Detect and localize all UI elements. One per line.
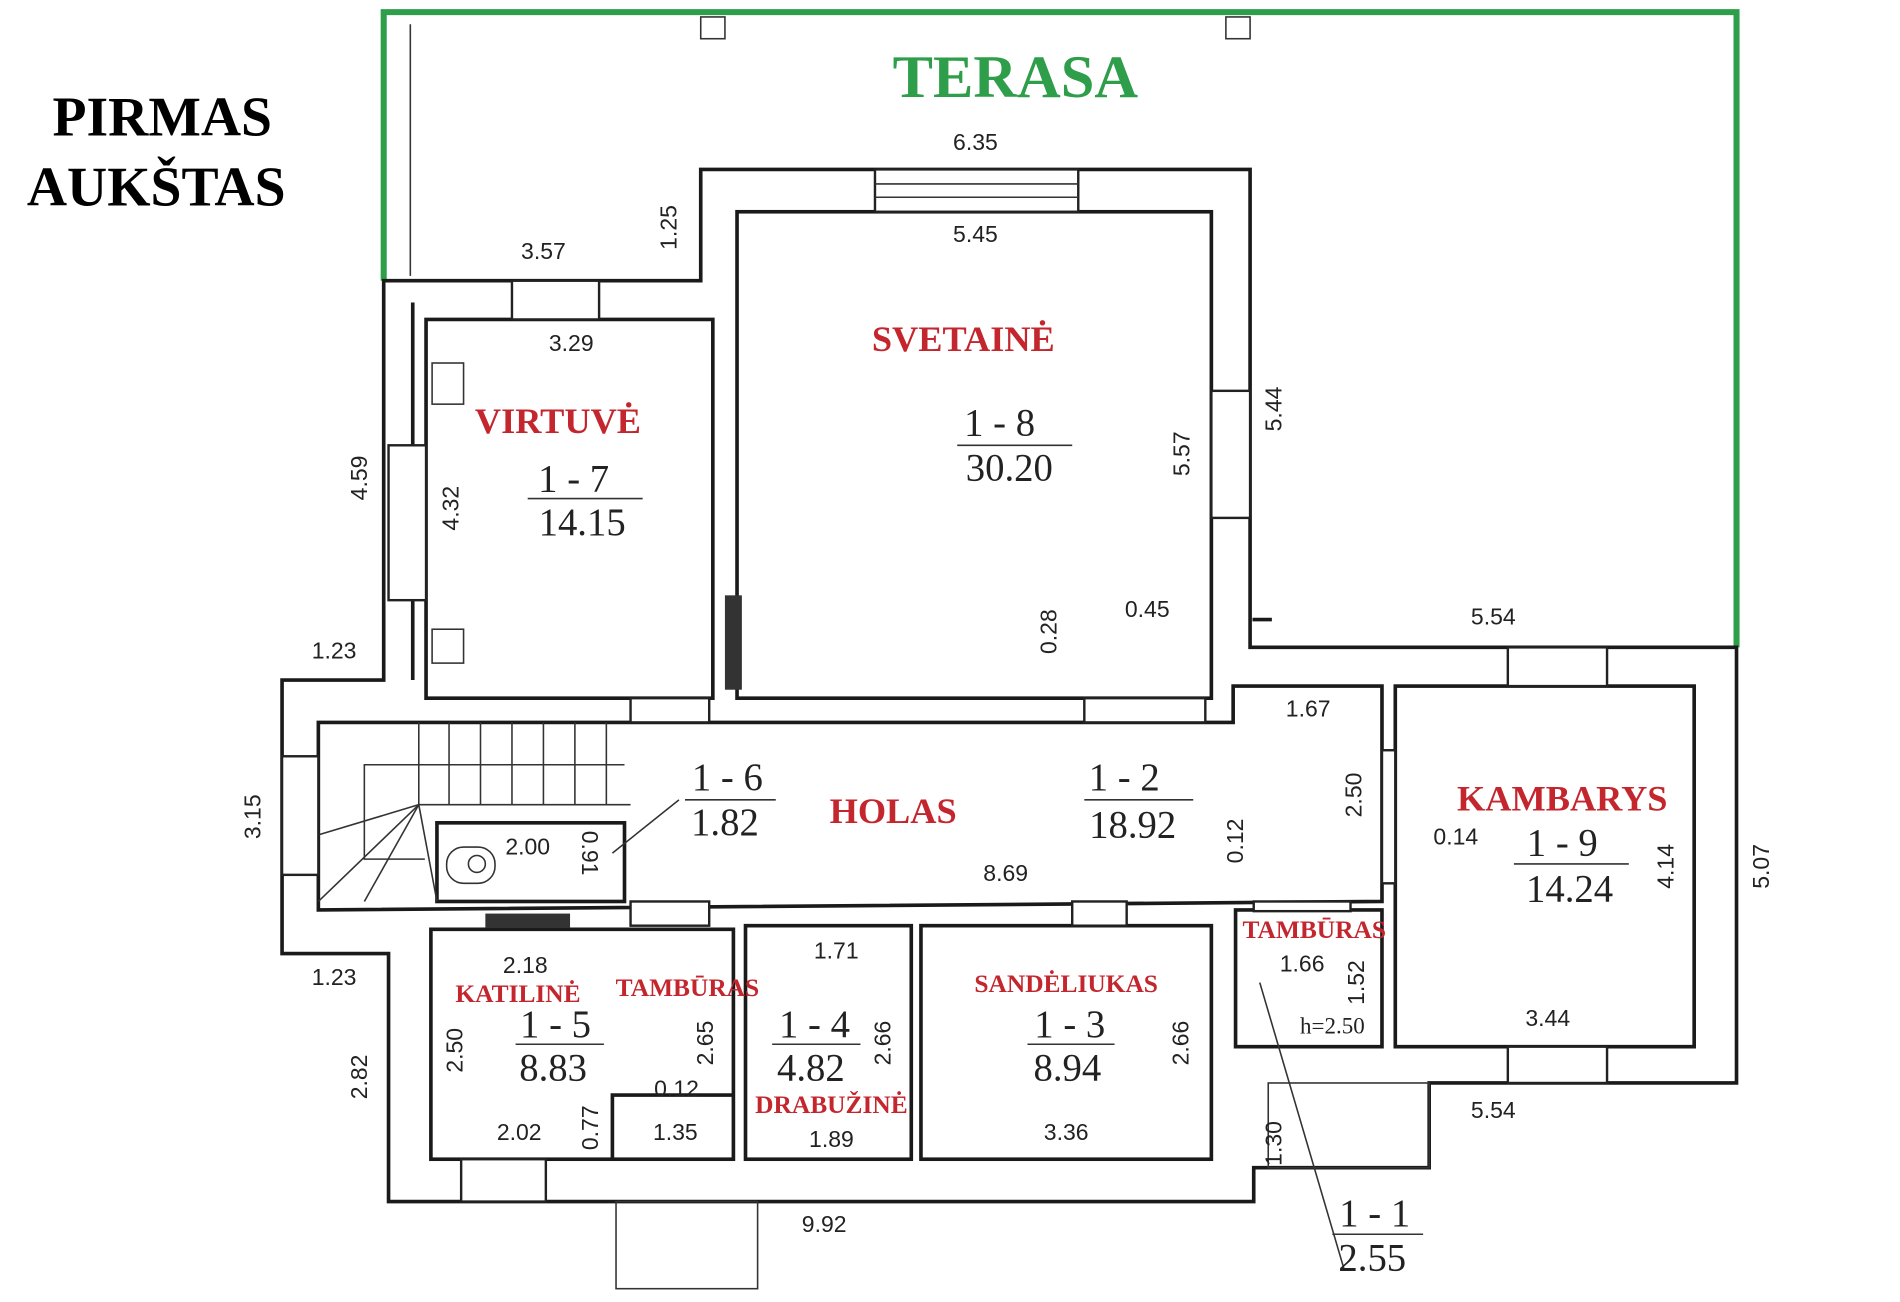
dimension-label: 1.23 (312, 637, 357, 663)
dimension-label: 0.12 (654, 1075, 699, 1101)
dimension-label: 5.57 (1169, 431, 1195, 476)
room-area-sandeliukas: 8.94 (1033, 1047, 1101, 1090)
dimension-label: 5.44 (1261, 386, 1287, 431)
dimension-label: 2.00 (505, 833, 550, 859)
dimension-label: 4.59 (346, 456, 372, 501)
room-code-katiline: 1 - 5 (520, 1003, 591, 1046)
dimension-label: 9.92 (802, 1211, 847, 1237)
room-code-tamburas-right: 1 - 1 (1339, 1192, 1410, 1235)
dimension-label: 1.66 (1280, 951, 1325, 977)
room-name-katiline: KATILINĖ (455, 980, 580, 1008)
dimension-label: 5.07 (1748, 844, 1774, 889)
dimension-label: 0.28 (1035, 609, 1061, 654)
dimension-labels: 6.35 3.57 1.25 5.45 3.29 5.44 5.57 4.59 … (239, 129, 1774, 1237)
dimension-label: 2.66 (1167, 1021, 1193, 1066)
room-name-virtuve: VIRTUVĖ (475, 401, 641, 441)
dimension-label: 3.15 (239, 794, 265, 839)
dimension-label: 5.45 (953, 221, 998, 247)
room-code-sandeliukas: 1 - 3 (1034, 1003, 1105, 1046)
room-name-holas: HOLAS (830, 791, 957, 831)
dimension-label: 4.14 (1653, 844, 1679, 889)
room-area-wc: 1.82 (691, 801, 759, 844)
room-code-drabuzine: 1 - 4 (779, 1003, 850, 1046)
dimension-label: 1.35 (653, 1119, 698, 1145)
room-name-tamburas-right: TAMBŪRAS (1242, 916, 1386, 944)
dimension-label: 0.91 (577, 831, 603, 876)
floor-title-line1: PIRMAS (53, 87, 273, 149)
dimension-label: 6.35 (953, 129, 998, 155)
dimension-label: 0.77 (577, 1105, 603, 1150)
dimension-label: 0.45 (1125, 596, 1170, 622)
terrace-label: TERASA (893, 44, 1139, 111)
dimension-label: 1.30 (1261, 1121, 1287, 1166)
room-name-tamburas-left: TAMBŪRAS (616, 974, 760, 1002)
room-code-holas: 1 - 2 (1089, 756, 1160, 799)
dimension-label: 3.44 (1525, 1005, 1570, 1031)
dimension-label: 2.65 (692, 1021, 718, 1066)
room-code-virtuve: 1 - 7 (538, 457, 609, 500)
windows (280, 168, 1609, 1203)
room-code-wc: 1 - 6 (692, 756, 763, 799)
room-area-svetaine: 30.20 (966, 446, 1053, 489)
terrace-area (380, 9, 1740, 648)
dimension-label: 3.36 (1044, 1119, 1089, 1145)
dimension-label: 2.50 (441, 1028, 467, 1073)
dimension-label: 1.52 (1343, 960, 1369, 1005)
dimension-label: 1.25 (656, 205, 682, 250)
room-code-kambarys: 1 - 9 (1527, 821, 1598, 864)
dimension-label: 1.89 (809, 1126, 854, 1152)
dimension-label: 1.23 (312, 964, 357, 990)
room-name-kambarys: KAMBARYS (1457, 779, 1667, 819)
staircase (317, 722, 631, 903)
fixtures (431, 362, 742, 929)
dimension-label: 0.14 (1433, 824, 1478, 850)
dimension-label: 2.02 (497, 1119, 542, 1145)
dimension-label: 0.12 (1222, 819, 1248, 864)
terrace-outline (380, 9, 1740, 648)
room-area-tamburas-right: 2.55 (1338, 1237, 1406, 1280)
room-code-svetaine: 1 - 8 (964, 402, 1035, 445)
room-area-drabuzine: 4.82 (777, 1047, 845, 1090)
room-area-katiline: 8.83 (519, 1047, 587, 1090)
dimension-label: 2.66 (870, 1021, 896, 1066)
room-area-kambarys: 14.24 (1526, 867, 1613, 910)
dimension-label: h=2.50 (1300, 1013, 1365, 1038)
dimension-label: 2.82 (346, 1055, 372, 1100)
dimension-label: 1.67 (1286, 695, 1331, 721)
room-area-virtuve: 14.15 (539, 501, 626, 544)
room-area-holas: 18.92 (1089, 803, 1176, 846)
room-name-drabuzine: DRABUŽINĖ (755, 1091, 907, 1119)
room-name-sandeliukas: SANDĖLIUKAS (974, 970, 1158, 998)
dimension-label: 2.50 (1340, 773, 1366, 818)
dimension-label: 5.54 (1471, 603, 1516, 629)
dimension-label: 3.57 (521, 238, 566, 264)
dimension-label: 2.18 (503, 952, 548, 978)
dimension-label: 5.54 (1471, 1097, 1516, 1123)
room-name-svetaine: SVETAINĖ (872, 319, 1055, 359)
dimension-label: 4.32 (438, 486, 464, 531)
dimension-label: 8.69 (983, 860, 1028, 886)
floor-title-line2: AUKŠTAS (27, 157, 286, 219)
dimension-label: 1.71 (814, 937, 859, 963)
dimension-label: 3.29 (549, 330, 594, 356)
